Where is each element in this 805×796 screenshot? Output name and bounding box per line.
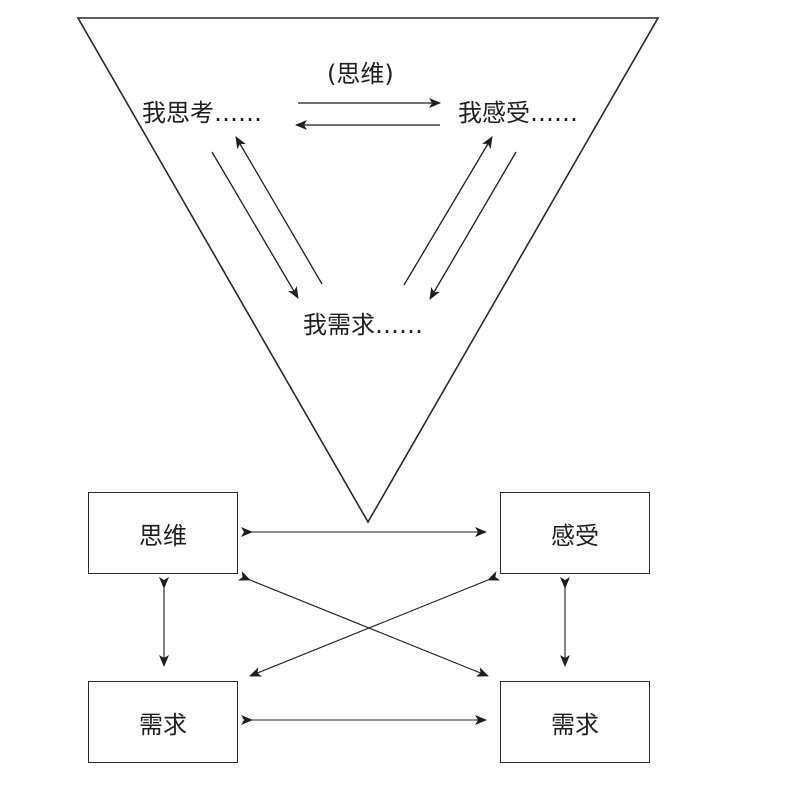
- inverted-triangle: [76, 17, 660, 524]
- arrow-need-to-think: [235, 136, 323, 285]
- box-thinking-label: 思维: [139, 521, 187, 550]
- box-feeling: 感受: [500, 492, 650, 574]
- arrow-need-to-feel: [403, 136, 493, 286]
- box-need-right: 需求: [500, 681, 650, 763]
- box-need-left-label: 需求: [139, 710, 187, 739]
- node-label-feel: 我感受……: [458, 99, 578, 127]
- box-feeling-label: 感受: [551, 521, 599, 550]
- box-thinking: 思维: [88, 492, 238, 574]
- arrow-feel-to-need: [429, 151, 517, 300]
- arrow-diagonal-tr-bl: [249, 571, 501, 677]
- node-label-think: 我思考……: [142, 99, 262, 127]
- node-label-need: 我需求……: [303, 311, 423, 339]
- box-need-left: 需求: [88, 681, 238, 763]
- arrow-think-to-need: [211, 151, 299, 299]
- box-need-right-label: 需求: [551, 710, 599, 739]
- thinking-annotation: (思维): [327, 60, 394, 88]
